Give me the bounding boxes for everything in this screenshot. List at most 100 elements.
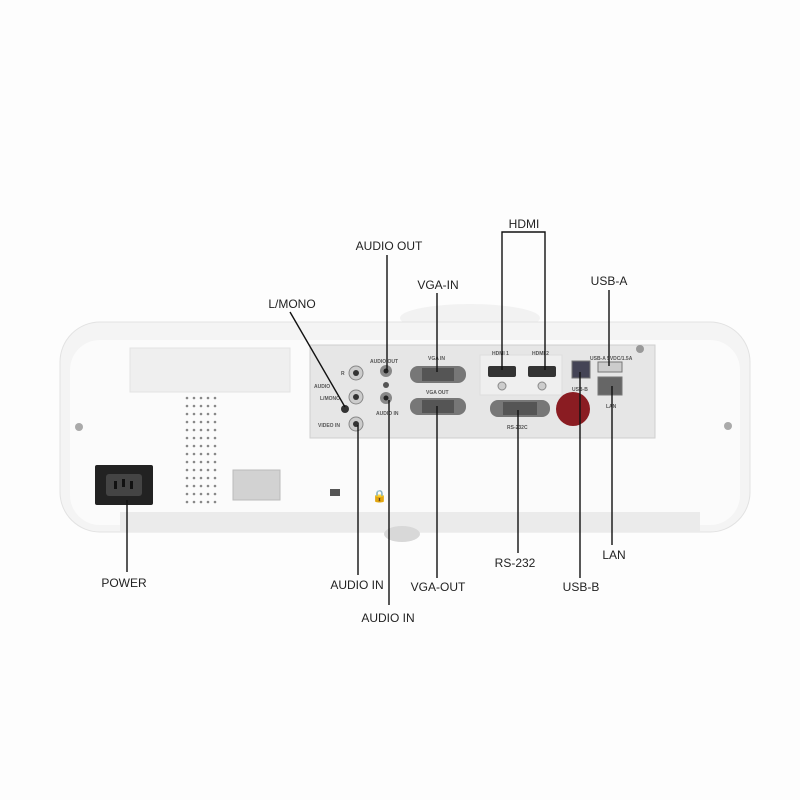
callout-rs232: RS-232	[495, 556, 536, 570]
grille-hole	[192, 428, 196, 432]
grille-hole	[185, 412, 189, 416]
grille-hole	[199, 484, 203, 488]
power-socket	[95, 465, 153, 505]
grille-hole	[192, 436, 196, 440]
grille-hole	[185, 500, 189, 504]
grille-hole	[213, 492, 217, 496]
grille-hole	[185, 484, 189, 488]
usb-b-port	[571, 360, 591, 379]
grille-hole	[213, 444, 217, 448]
grille-hole	[213, 476, 217, 480]
grille-hole	[192, 468, 196, 472]
callout-lan: LAN	[602, 548, 625, 562]
grille-hole	[192, 420, 196, 424]
callout-audio-in-left: AUDIO IN	[330, 578, 383, 592]
grille-hole	[213, 396, 217, 400]
grille-hole	[199, 476, 203, 480]
grille-hole	[206, 492, 210, 496]
callout-power: POWER	[101, 576, 147, 590]
callout-vga-in: VGA-IN	[417, 278, 458, 292]
lan-port	[597, 376, 623, 396]
panel-label-hdmi2: HDMI 2	[532, 351, 549, 357]
grille-hole	[199, 492, 203, 496]
grille-hole	[199, 444, 203, 448]
callout-vga-out: VGA-OUT	[411, 580, 466, 594]
grille-hole	[213, 428, 217, 432]
grille-hole	[206, 468, 210, 472]
grille-hole	[199, 436, 203, 440]
grille-hole	[213, 484, 217, 488]
grille-hole	[185, 444, 189, 448]
grille-hole	[206, 444, 210, 448]
grille-hole	[206, 396, 210, 400]
grille-hole	[192, 460, 196, 464]
panel-label-video-in: VIDEO IN	[318, 423, 340, 429]
grille-hole	[213, 452, 217, 456]
grille-hole	[213, 404, 217, 408]
grille-hole	[185, 404, 189, 408]
callout-l-mono: L/MONO	[268, 297, 315, 311]
grille-hole	[206, 420, 210, 424]
panel-label-audio: AUDIO	[314, 384, 330, 390]
security-slot	[330, 489, 340, 496]
grille-hole	[192, 476, 196, 480]
grille-hole	[199, 396, 203, 400]
grille-hole	[213, 500, 217, 504]
grille-hole	[206, 500, 210, 504]
grille-hole	[185, 420, 189, 424]
kensington-lock-icon: 🔒	[372, 489, 387, 503]
panel-label-usb-a: USB-A 5VDC/1.5A	[590, 356, 633, 362]
grille-hole	[213, 460, 217, 464]
grille-hole	[199, 428, 203, 432]
grille-hole	[206, 428, 210, 432]
grille-hole	[185, 452, 189, 456]
grille-hole	[192, 444, 196, 448]
grille-hole	[185, 436, 189, 440]
grille-hole	[185, 428, 189, 432]
grille-hole	[185, 396, 189, 400]
callout-audio-in-right: AUDIO IN	[361, 611, 414, 625]
grille-hole	[199, 452, 203, 456]
grille-hole	[185, 460, 189, 464]
grille-hole	[185, 492, 189, 496]
grille-hole	[206, 476, 210, 480]
grille-hole	[206, 436, 210, 440]
panel-label-hdmi1: HDMI 1	[492, 351, 509, 357]
callout-hdmi: HDMI	[509, 217, 540, 231]
grille-hole	[185, 468, 189, 472]
vent-cover	[232, 469, 281, 501]
callout-usb-b: USB-B	[563, 580, 600, 594]
panel-label-r: R	[341, 371, 345, 377]
screw-icon	[636, 345, 644, 353]
grille-hole	[206, 452, 210, 456]
callout-audio-out: AUDIO OUT	[356, 239, 423, 253]
grille-hole	[206, 404, 210, 408]
vga-ports	[410, 366, 550, 417]
label-plate	[129, 347, 291, 393]
grille-hole	[192, 412, 196, 416]
grille-hole	[199, 420, 203, 424]
grille-hole	[199, 460, 203, 464]
grille-hole	[192, 396, 196, 400]
grille-hole	[199, 500, 203, 504]
screw-icon	[724, 422, 732, 430]
grille-hole	[213, 468, 217, 472]
grille-hole	[192, 484, 196, 488]
grille-hole	[206, 460, 210, 464]
grille-hole	[213, 412, 217, 416]
grille-hole	[199, 404, 203, 408]
grille-hole	[199, 412, 203, 416]
usb-a-port	[597, 361, 623, 373]
rca-jacks	[341, 365, 392, 432]
panel-label-audio-out: AUDIO OUT	[370, 359, 398, 365]
screw-icon	[75, 423, 83, 431]
grille-hole	[206, 484, 210, 488]
hdmi-ports	[488, 366, 556, 391]
ir-sensor	[556, 392, 590, 426]
grille-hole	[192, 492, 196, 496]
leader-lines	[126, 231, 613, 605]
grille-hole	[206, 412, 210, 416]
grille-hole	[213, 420, 217, 424]
